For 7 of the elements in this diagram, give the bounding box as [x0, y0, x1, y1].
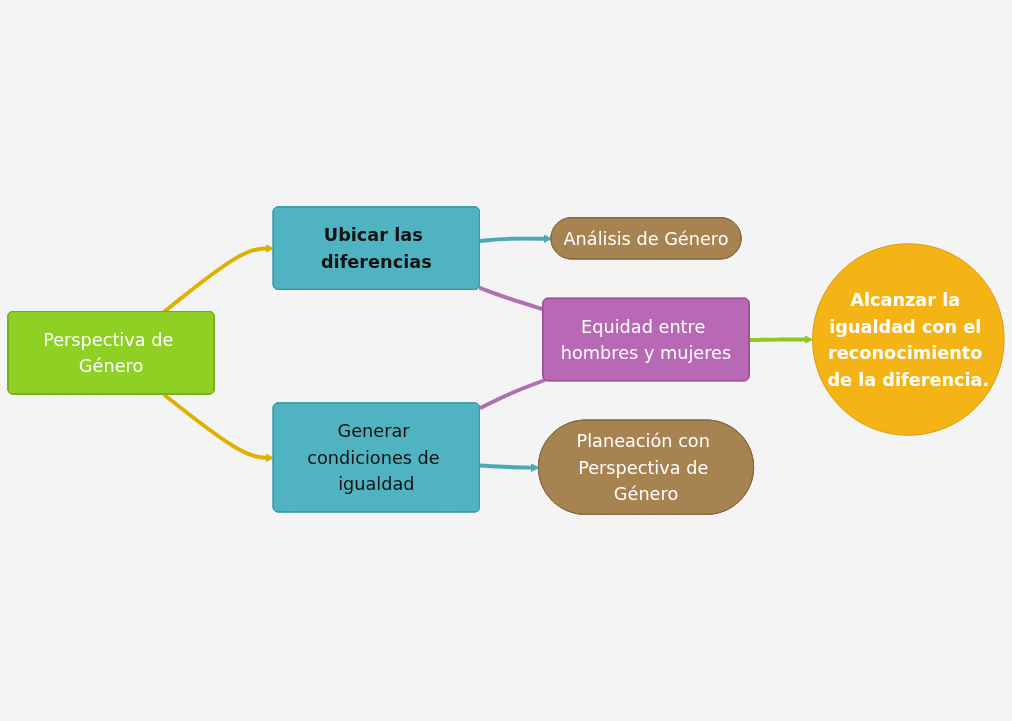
- connector: [478, 285, 544, 312]
- arrow: [479, 234, 552, 243]
- node-circle: Alcanzar la igualdad con el reconocimiento de la diferencia.: [812, 243, 1005, 436]
- arrow: [162, 392, 275, 462]
- connector: [479, 378, 546, 410]
- arrow: [479, 463, 540, 472]
- arrow: [749, 335, 813, 344]
